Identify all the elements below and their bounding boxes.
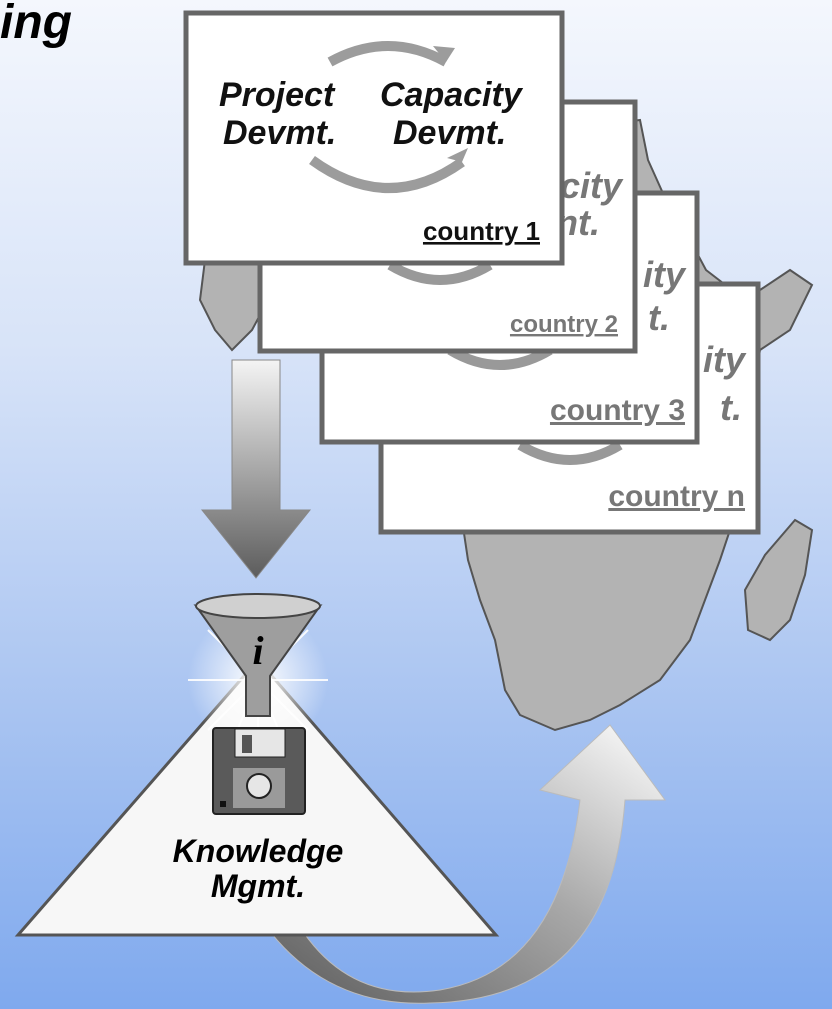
country-card-1: Project Capacity Devmt. Devmt. country 1 bbox=[183, 10, 565, 266]
country-label: country n bbox=[608, 480, 745, 513]
cycle-arrows bbox=[309, 41, 468, 193]
curved-return-arrow bbox=[257, 724, 666, 1004]
card-title-right-2: Devmt. bbox=[393, 114, 506, 152]
card-title-left-1: Project bbox=[219, 76, 336, 114]
card-peek-line2: t. bbox=[720, 387, 742, 428]
card-peek-line1: ity bbox=[703, 339, 747, 380]
country-label: country 3 bbox=[550, 394, 685, 427]
info-symbol: i bbox=[252, 628, 263, 673]
floppy-disk-icon bbox=[212, 727, 306, 815]
card-title-left-2: Devmt. bbox=[223, 114, 336, 152]
country-label: country 1 bbox=[423, 216, 540, 246]
cycle-arrows bbox=[447, 345, 553, 370]
funnel-icon: i bbox=[193, 593, 323, 717]
mgmt-label: Mgmt. bbox=[211, 868, 305, 904]
country-label: country 2 bbox=[510, 311, 618, 338]
page-title-fragment: ing bbox=[0, 0, 72, 49]
card-peek-line1: ity bbox=[643, 254, 687, 295]
knowledge-label: Knowledge bbox=[173, 833, 344, 869]
madagascar-island bbox=[743, 518, 814, 642]
card-title-right-1: Capacity bbox=[380, 76, 524, 114]
card-peek-line1: city bbox=[560, 165, 624, 206]
card-peek-line2: t. bbox=[648, 297, 670, 338]
cycle-arrows bbox=[517, 440, 623, 465]
down-arrow bbox=[200, 359, 312, 579]
cycle-arrows bbox=[387, 260, 493, 285]
